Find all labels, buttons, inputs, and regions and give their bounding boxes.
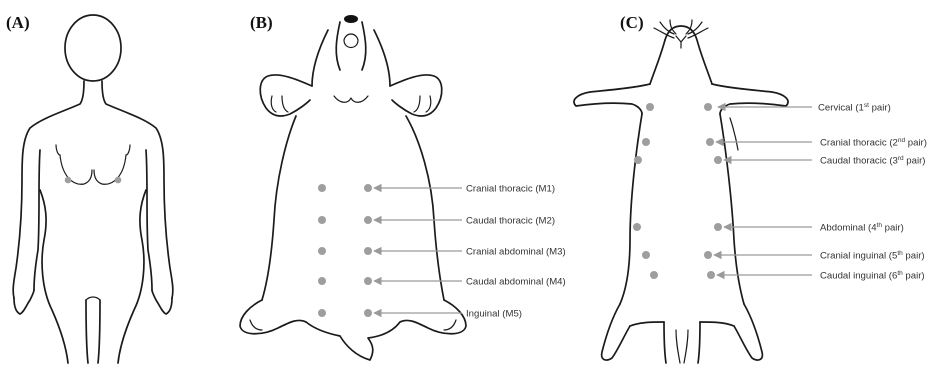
human-outline bbox=[13, 15, 173, 363]
gland-dog-right-3 bbox=[364, 247, 372, 255]
label-rodent-5: Cranial inguinal (5th pair) bbox=[820, 250, 925, 262]
gland-rodent-left-6 bbox=[650, 271, 658, 279]
gland-rodent-left-4 bbox=[633, 223, 641, 231]
gland-dog-left-3 bbox=[318, 247, 326, 255]
label-rodent-6: Caudal inguinal (6th pair) bbox=[820, 270, 925, 282]
gland-dog-left-1 bbox=[318, 184, 326, 192]
label-dog-2: Caudal thoracic (M2) bbox=[466, 216, 555, 227]
gland-dog-right-2 bbox=[364, 216, 372, 224]
gland-dog-right-4 bbox=[364, 277, 372, 285]
gland-dog-left-2 bbox=[318, 216, 326, 224]
label-dog-3: Cranial abdominal (M3) bbox=[466, 247, 566, 258]
gland-rodent-left-1 bbox=[646, 103, 654, 111]
panel-a: (A) bbox=[6, 13, 173, 363]
gland-rodent-right-4 bbox=[714, 223, 722, 231]
gland-human-left bbox=[65, 177, 72, 184]
gland-rodent-right-1 bbox=[704, 103, 712, 111]
gland-rodent-left-5 bbox=[642, 251, 650, 259]
label-rodent-1: Cervical (1st pair) bbox=[818, 102, 891, 114]
gland-dog-left-4 bbox=[318, 277, 326, 285]
panel-c-label: (C) bbox=[620, 13, 644, 32]
dog-glands: Cranial thoracic (M1) Caudal thoracic (M2… bbox=[318, 184, 566, 320]
gland-rodent-left-3 bbox=[634, 156, 642, 164]
label-rodent-2: Cranial thoracic (2nd pair) bbox=[820, 137, 927, 149]
label-rodent-4: Abdominal (4th pair) bbox=[820, 222, 904, 234]
gland-rodent-right-2 bbox=[706, 138, 714, 146]
panel-b-label: (B) bbox=[250, 13, 273, 32]
panel-a-label: (A) bbox=[6, 13, 30, 32]
label-dog-5: Inguinal (M5) bbox=[466, 309, 522, 320]
label-rodent-3: Caudal thoracic (3rd pair) bbox=[820, 155, 926, 167]
label-dog-1: Cranial thoracic (M1) bbox=[466, 184, 555, 195]
gland-dog-left-5 bbox=[318, 309, 326, 317]
rodent-outline bbox=[574, 20, 788, 363]
gland-rodent-right-5 bbox=[704, 251, 712, 259]
panel-b: (B) bbox=[240, 13, 466, 360]
panel-c: (C) bbox=[574, 13, 788, 363]
gland-human-right bbox=[115, 177, 122, 184]
gland-rodent-right-3 bbox=[714, 156, 722, 164]
label-dog-4: Caudal abdominal (M4) bbox=[466, 277, 566, 288]
gland-rodent-left-2 bbox=[642, 138, 650, 146]
gland-rodent-right-6 bbox=[707, 271, 715, 279]
gland-dog-right-5 bbox=[364, 309, 372, 317]
rodent-glands: Cervical (1st pair) Cranial thoracic (2nd… bbox=[633, 102, 927, 282]
gland-dog-right-1 bbox=[364, 184, 372, 192]
